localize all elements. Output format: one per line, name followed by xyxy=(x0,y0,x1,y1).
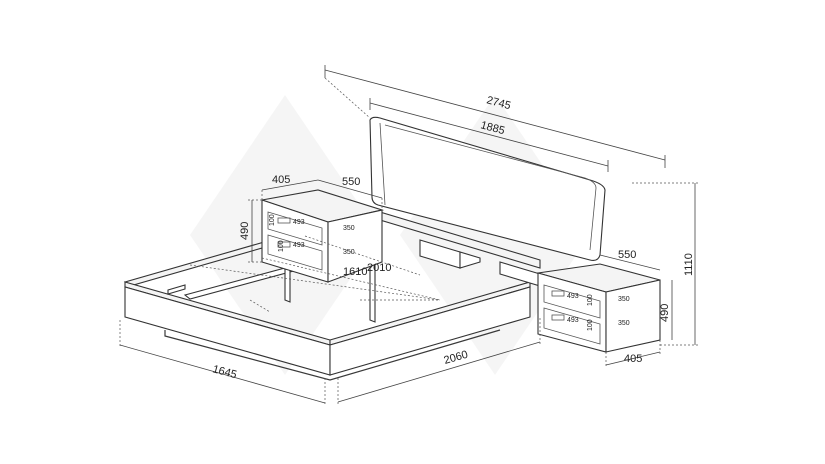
nightstand-left: 493 350 493 350 100 100 xyxy=(261,189,441,301)
inner-length-label: 2010 xyxy=(367,262,391,274)
total-height-label: 1110 xyxy=(683,253,695,276)
drawer-width-label-4: 493 xyxy=(567,317,579,324)
drawer-depth-label-4: 350 xyxy=(618,320,630,327)
drawer-width-label-3: 493 xyxy=(567,293,579,300)
bed-width-label: 1645 xyxy=(211,363,238,381)
drawer-width-label-2: 493 xyxy=(293,242,305,249)
drawer-height-label-4: 100 xyxy=(587,319,594,331)
nightstand-right: 493 350 493 350 100 100 xyxy=(537,263,661,353)
drawer-width-label: 493 xyxy=(293,219,305,226)
nightstand-left-depth-label: 405 xyxy=(272,174,290,186)
drawer-depth-label-2: 350 xyxy=(343,249,355,256)
drawer-height-label: 100 xyxy=(269,214,276,226)
drawer-height-label-3: 100 xyxy=(587,294,594,306)
nightstand-right-width-label: 550 xyxy=(618,249,636,261)
drawer-depth-label-3: 350 xyxy=(618,296,630,303)
drawer-depth-label: 350 xyxy=(343,225,355,232)
dimension-lines xyxy=(119,65,700,406)
inner-width-label: 1610 xyxy=(343,266,367,278)
drawer-height-label-2: 100 xyxy=(278,240,285,252)
nightstand-right-height-label: 490 xyxy=(659,304,671,322)
nightstand-right-depth-label: 405 xyxy=(624,353,642,365)
nightstand-left-height-label: 490 xyxy=(239,222,251,240)
nightstand-left-width-label: 550 xyxy=(342,176,360,188)
